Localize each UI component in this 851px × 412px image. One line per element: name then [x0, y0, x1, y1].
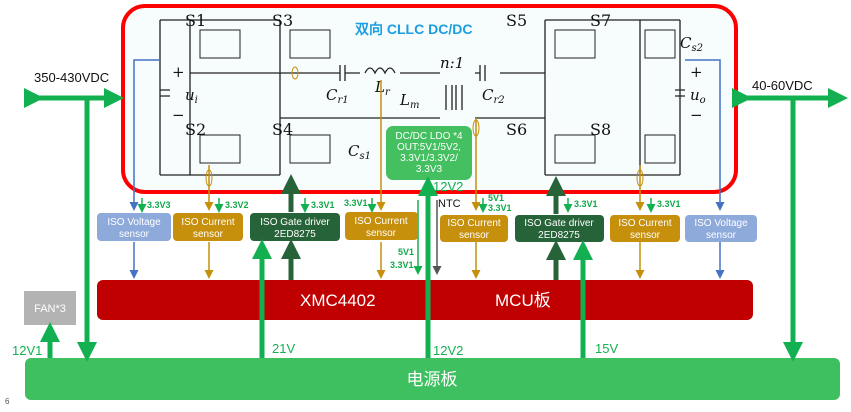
- svg-text:5V1: 5V1: [488, 193, 504, 203]
- rail-15v: 15V: [595, 341, 618, 356]
- svg-text:ISO Current: ISO Current: [181, 217, 235, 228]
- svg-text:sensor: sensor: [119, 229, 150, 240]
- svg-text:3.3V1: 3.3V1: [344, 198, 368, 208]
- svg-text:ui: ui: [185, 86, 198, 106]
- switch-s1: S1: [185, 11, 241, 59]
- svg-text:−: −: [690, 106, 703, 124]
- current-sense-coil: [636, 169, 644, 187]
- mcu-chip: XMC4402: [300, 291, 376, 310]
- circuit-wiring: [159, 19, 685, 176]
- svg-text:2ED8275: 2ED8275: [274, 229, 316, 240]
- current-sense-coil: [291, 66, 299, 80]
- switch-s6: S6: [506, 120, 596, 164]
- svg-text:ISO Current: ISO Current: [618, 218, 672, 229]
- power-board-label: 电源板: [407, 370, 458, 389]
- svg-text:S4: S4: [272, 120, 293, 139]
- switch-s2: S2: [185, 120, 241, 164]
- svg-text:3.3V1: 3.3V1: [311, 200, 335, 210]
- switches: S1 S2 S3 S4 S5 S6 S7 S8: [185, 11, 676, 164]
- mcu-label: MCU板: [495, 291, 551, 310]
- svg-text:S8: S8: [590, 120, 611, 139]
- svg-text:sensor: sensor: [459, 230, 490, 241]
- svg-text:3.3V1: 3.3V1: [657, 199, 681, 209]
- svg-text:S5: S5: [506, 11, 527, 30]
- svg-text:+: +: [690, 63, 703, 81]
- converter-title: 双向 CLLC DC/DC: [355, 21, 472, 37]
- svg-text:S3: S3: [272, 11, 293, 30]
- svg-text:−: −: [172, 106, 185, 124]
- svg-text:S6: S6: [506, 120, 527, 139]
- rail-12v2: 12V2: [433, 343, 463, 358]
- ldo-output-3v3: 3.3V1: [390, 260, 414, 270]
- svg-text:S7: S7: [590, 11, 611, 30]
- current-sense-coil: [472, 119, 480, 137]
- rail-12v2-top: 12V2: [433, 179, 463, 194]
- svg-text:3.3V1: 3.3V1: [488, 203, 512, 213]
- svg-text:2ED8275: 2ED8275: [538, 230, 580, 241]
- svg-text:ISO Current: ISO Current: [447, 218, 501, 229]
- switch-s7: S7: [590, 11, 676, 59]
- svg-text:sensor: sensor: [366, 228, 397, 239]
- svg-text:Cs1: Cs1: [348, 142, 371, 162]
- svg-text:3.3V1: 3.3V1: [574, 199, 598, 209]
- svg-text:Lm: Lm: [399, 91, 419, 111]
- svg-text:Cr1: Cr1: [326, 86, 349, 106]
- svg-text:DC/DC LDO *4: DC/DC LDO *4: [395, 131, 463, 142]
- page-number: 6: [5, 397, 10, 406]
- svg-text:ISO Gate driver: ISO Gate driver: [260, 217, 330, 228]
- svg-text:ISO Gate driver: ISO Gate driver: [524, 218, 594, 229]
- switch-s4: S4: [272, 120, 331, 164]
- output-voltage: 40-60VDC: [752, 78, 813, 93]
- svg-text:ISO Current: ISO Current: [354, 216, 408, 227]
- fan-box: [24, 291, 76, 325]
- svg-text:uo: uo: [690, 86, 706, 106]
- power-board: [25, 358, 840, 400]
- svg-text:FAN*3: FAN*3: [34, 303, 66, 315]
- svg-text:n:1: n:1: [440, 54, 464, 72]
- svg-text:+: +: [172, 63, 185, 81]
- input-voltage: 350-430VDC: [34, 70, 109, 85]
- switch-s3: S3: [272, 11, 331, 59]
- svg-text:Lr: Lr: [374, 78, 391, 98]
- svg-text:3.3V3: 3.3V3: [416, 164, 443, 175]
- svg-text:Cs2: Cs2: [680, 34, 703, 54]
- svg-text:3.3V2: 3.3V2: [225, 200, 249, 210]
- svg-text:OUT:5V1/5V2,: OUT:5V1/5V2,: [397, 142, 461, 153]
- rail-21v: 21V: [272, 341, 295, 356]
- svg-text:ISO Voltage: ISO Voltage: [694, 218, 748, 229]
- ldo-box: [386, 126, 472, 180]
- power-arrows: [40, 98, 803, 362]
- svg-text:S2: S2: [185, 120, 206, 139]
- switch-s5: S5: [506, 11, 596, 59]
- svg-text:3.3V1/3.3V2/: 3.3V1/3.3V2/: [400, 153, 458, 164]
- switch-s8: S8: [590, 120, 676, 164]
- svg-text:ISO Voltage: ISO Voltage: [107, 217, 161, 228]
- mcu-board: [97, 280, 753, 320]
- ldo-output-5v1: 5V1: [398, 247, 414, 257]
- supply-arrows: [137, 198, 656, 213]
- svg-text:sensor: sensor: [706, 230, 737, 241]
- rail-12v1: 12V1: [12, 343, 42, 358]
- current-sense-coil: [205, 169, 213, 187]
- svg-text:Cr2: Cr2: [482, 86, 505, 106]
- svg-text:sensor: sensor: [630, 230, 661, 241]
- svg-text:sensor: sensor: [193, 229, 224, 240]
- ntc-label: NTC: [438, 198, 461, 210]
- svg-text:S1: S1: [185, 11, 206, 30]
- svg-text:3.3V3: 3.3V3: [147, 200, 171, 210]
- component-labels: + − ui Cr1 Lr Lm n:1 Cr2 Cs1 Cs2 + − uo: [172, 34, 706, 162]
